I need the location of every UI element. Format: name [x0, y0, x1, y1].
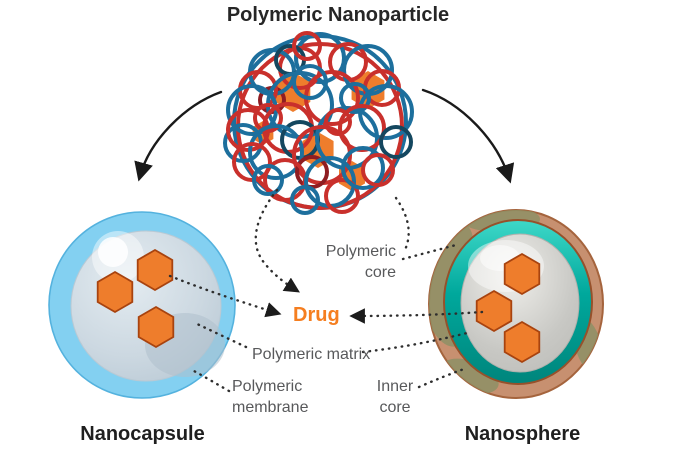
nanosphere-graphic	[428, 209, 604, 399]
sphere-drug-hexagons	[475, 252, 541, 364]
drug-hexagon	[503, 320, 541, 364]
arrow-to-nanosphere	[421, 88, 515, 184]
label-polymeric-matrix: Polymeric matrix	[252, 346, 371, 363]
leader-lines	[168, 188, 484, 393]
leader-capsule-drug-to-drug	[168, 274, 282, 318]
label-polymeric-core: Polymeric core	[325, 243, 396, 281]
leader-tangle-to-drug	[254, 188, 300, 293]
leader-inner-core	[417, 367, 466, 389]
label-nanocapsule: Nanocapsule	[80, 423, 205, 445]
label-nanosphere: Nanosphere	[464, 423, 581, 445]
nanocapsule-graphic	[48, 211, 236, 399]
leader-matrix-to-capsule	[193, 321, 248, 349]
glare-highlight-bright	[98, 237, 128, 267]
drug-hexagon	[475, 289, 513, 333]
leader-tangle-to-core-label	[394, 196, 410, 254]
label-inner-core: Inner core	[376, 378, 414, 416]
leader-matrix-to-sphere	[361, 331, 469, 354]
drug-hexagon	[503, 252, 541, 296]
nanoparticle-tangle	[223, 31, 414, 215]
label-drug: Drug	[293, 304, 340, 326]
drug-hexagon	[136, 248, 174, 292]
drug-hexagon	[96, 270, 134, 314]
arrow-to-nanocapsule	[134, 90, 223, 182]
capsule-drug-hexagons	[96, 248, 175, 349]
leader-polymeric-core	[401, 243, 458, 261]
page-title: Polymeric Nanoparticle	[226, 4, 450, 26]
leader-sphere-drug-to-drug	[349, 308, 484, 324]
drug-hexagon	[137, 305, 175, 349]
polymer-strands	[223, 31, 414, 215]
label-polymeric-membrane: Polymeric membrane	[232, 378, 309, 416]
